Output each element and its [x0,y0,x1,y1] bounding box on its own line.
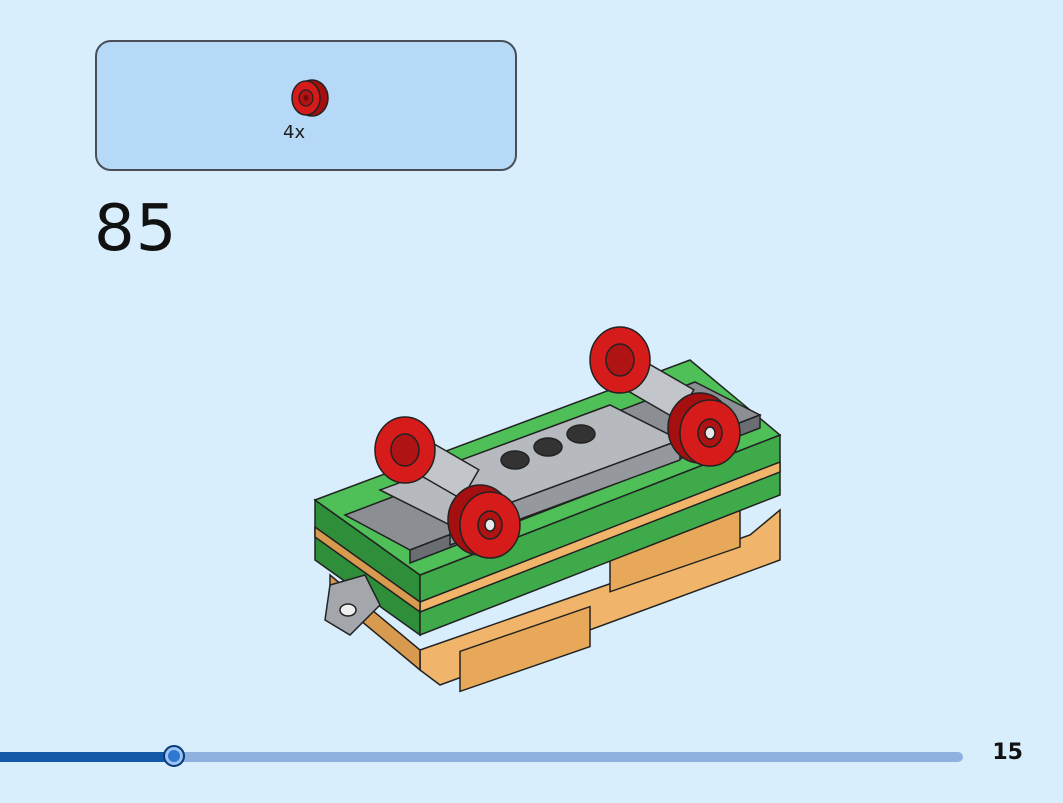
step-number: 85 [94,192,178,266]
parts-callout-box: 4x [95,40,517,171]
gray-hitch [324,574,381,636]
red-wheels [374,326,741,559]
red-wheel-icon [291,79,329,117]
progress-track [0,752,963,762]
progress-knob[interactable] [163,745,185,767]
model-illustration [313,326,782,693]
page-number: 15 [992,740,1023,765]
part-quantity: 4x [283,122,306,143]
progress-fill [0,752,174,762]
